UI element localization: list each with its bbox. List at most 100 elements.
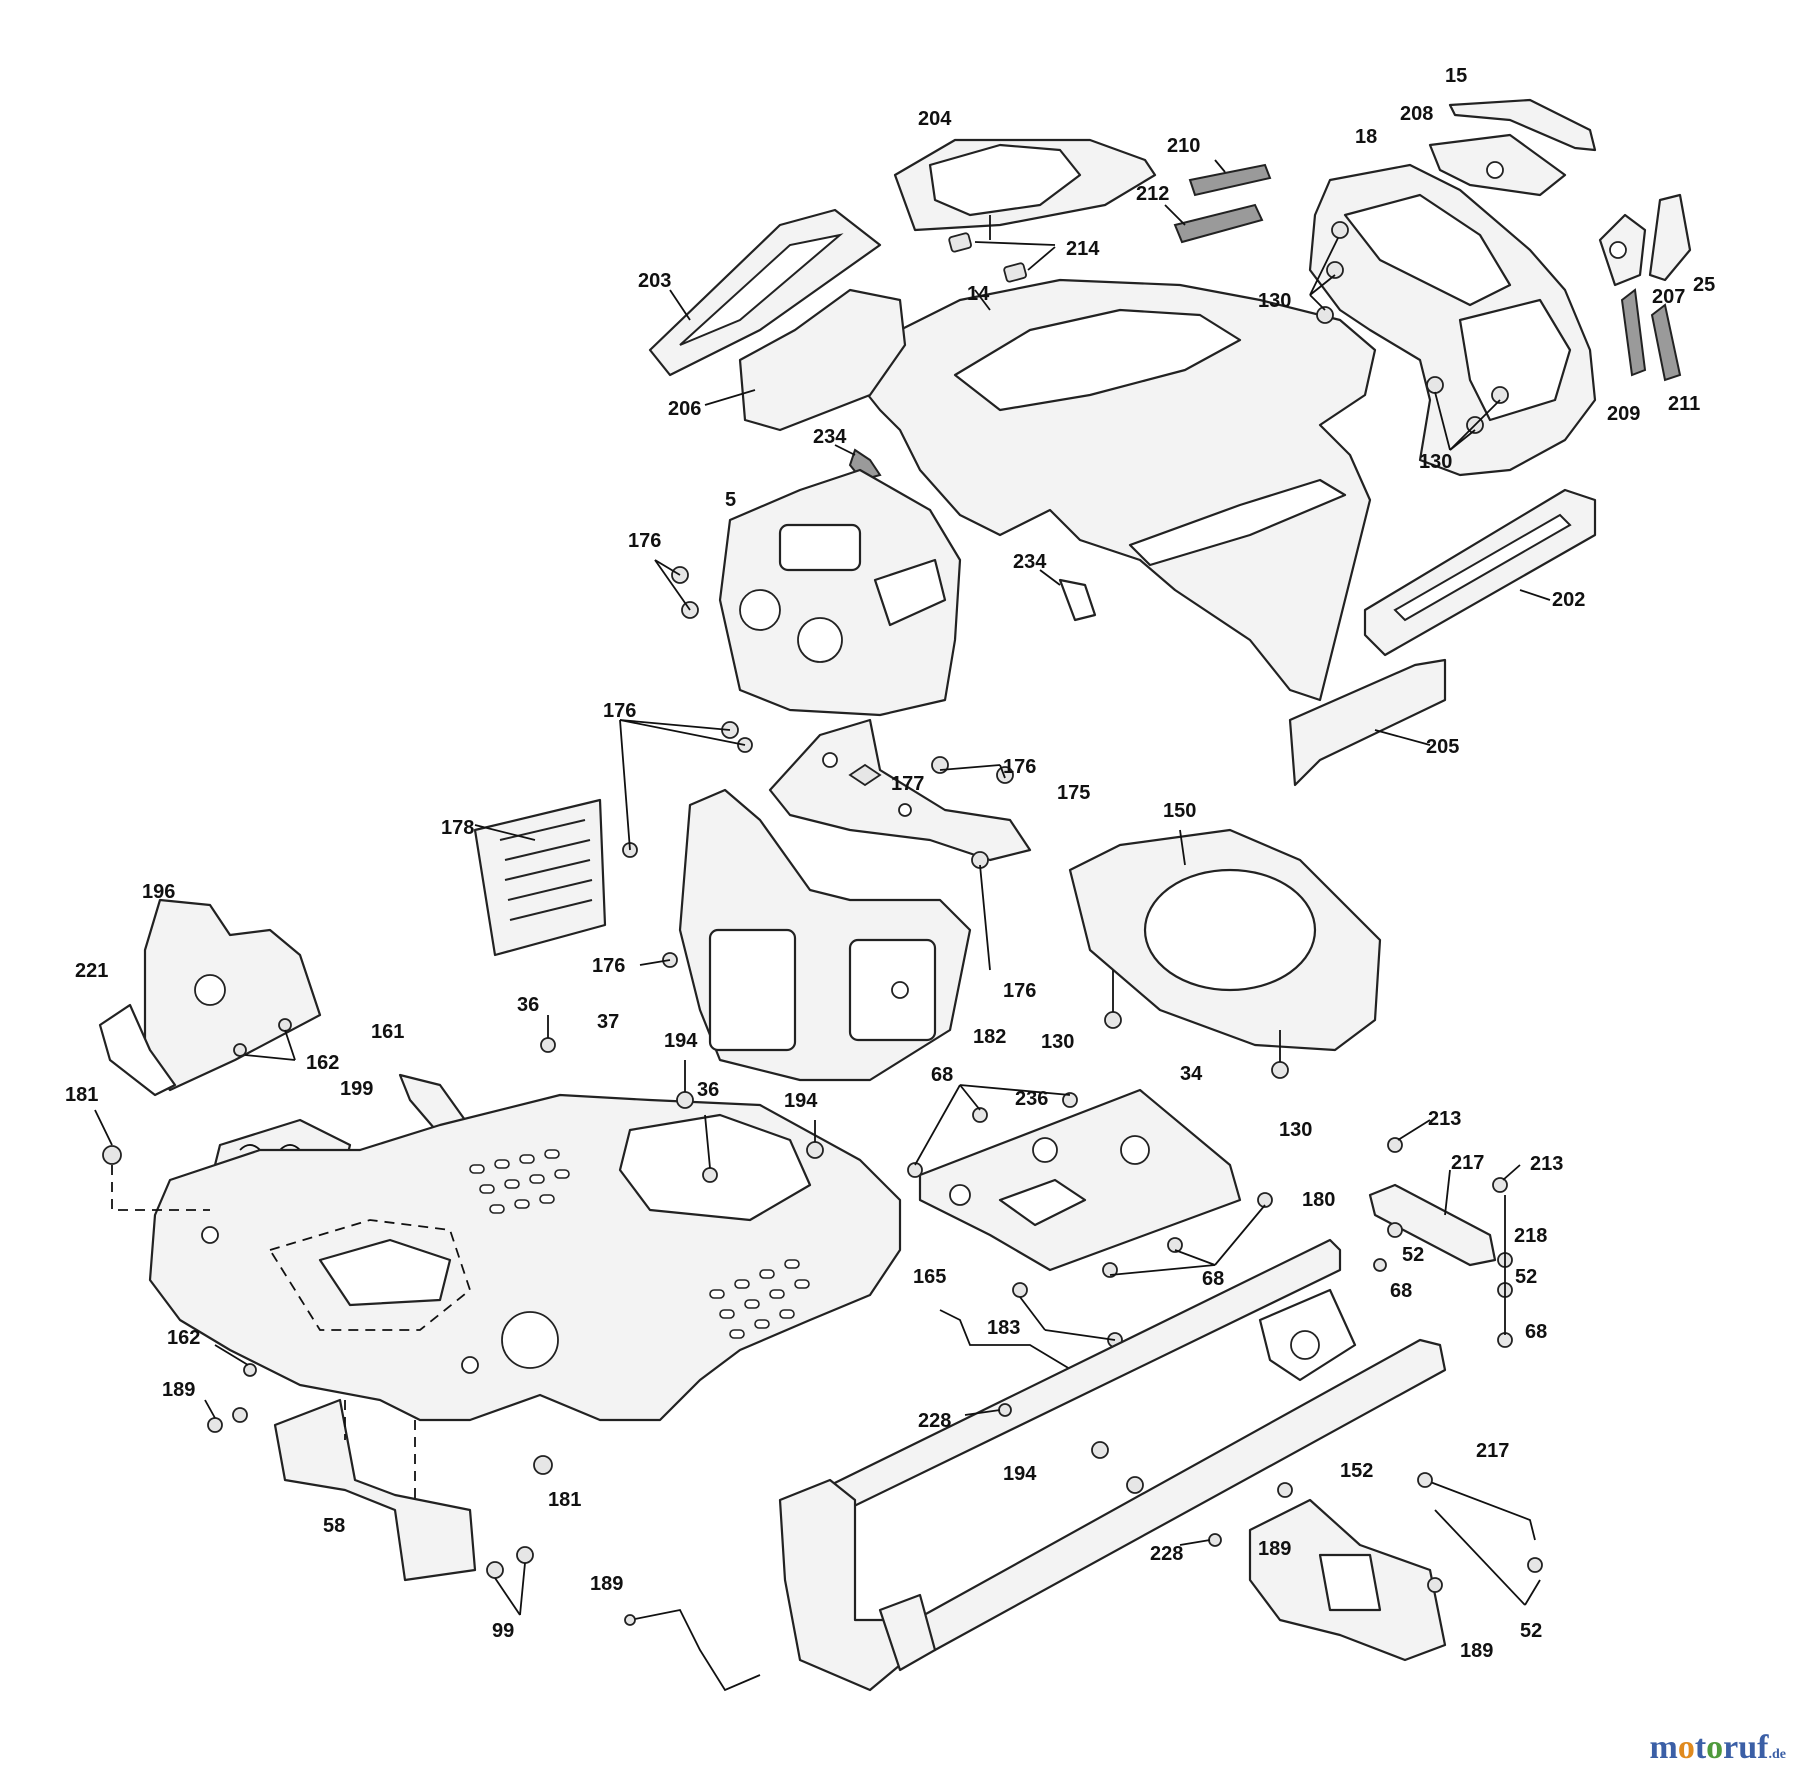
- callout-176a: 176: [628, 530, 661, 552]
- callout-176c: 176: [1003, 756, 1036, 778]
- callout-183: 183: [987, 1317, 1020, 1339]
- callout-234b: 234: [1013, 551, 1047, 573]
- screw-162-bottom: [214, 1344, 257, 1377]
- callout-52c: 52: [1520, 1620, 1542, 1642]
- callout-178: 178: [441, 817, 474, 839]
- part-206-bracket: [704, 288, 907, 432]
- part-202-front-grille: [1363, 488, 1597, 657]
- hardware-36-194: [540, 1015, 824, 1183]
- callout-203: 203: [638, 270, 671, 292]
- bolts-189-left: [204, 1399, 248, 1433]
- part-25: [1648, 193, 1692, 282]
- callout-176b: 176: [603, 700, 636, 722]
- part-208: [1428, 133, 1567, 197]
- callout-36a: 36: [517, 994, 539, 1016]
- screws-176: [654, 559, 699, 619]
- callout-210: 210: [1167, 135, 1200, 157]
- callout-15: 15: [1445, 65, 1467, 87]
- callout-208: 208: [1400, 103, 1433, 125]
- callout-181b: 181: [548, 1489, 581, 1511]
- callout-189d: 189: [590, 1573, 623, 1595]
- callout-161: 161: [371, 1021, 404, 1043]
- callout-217b: 217: [1476, 1440, 1509, 1462]
- bolts-68-plate: [907, 1084, 1273, 1278]
- callout-214: 214: [1066, 238, 1100, 260]
- callout-36b: 36: [697, 1079, 719, 1101]
- callout-175: 175: [1057, 782, 1090, 804]
- part-189-rod: [624, 1608, 761, 1692]
- part-14-hood: [858, 278, 1377, 702]
- callout-204: 204: [918, 108, 952, 130]
- callout-207: 207: [1652, 286, 1685, 308]
- callout-221: 221: [75, 960, 108, 982]
- callout-206: 206: [668, 398, 701, 420]
- callout-211: 211: [1668, 393, 1700, 415]
- callout-181a: 181: [65, 1084, 98, 1106]
- part-180-frame: [778, 1238, 1447, 1692]
- callout-180: 180: [1302, 1189, 1335, 1211]
- callout-68d: 68: [1525, 1321, 1547, 1343]
- callout-228b: 228: [1150, 1543, 1183, 1565]
- callout-68a: 68: [931, 1064, 953, 1086]
- callout-189c: 189: [1460, 1640, 1493, 1662]
- callout-228a: 228: [918, 1410, 951, 1432]
- callout-196: 196: [142, 881, 175, 903]
- callout-52a: 52: [1402, 1244, 1424, 1266]
- callout-189a: 189: [162, 1379, 195, 1401]
- part-212-grille: [1164, 203, 1264, 244]
- callout-37: 37: [597, 1011, 619, 1033]
- part-210-grille: [1188, 159, 1272, 197]
- callout-58: 58: [323, 1515, 345, 1537]
- part-205: [1288, 658, 1447, 787]
- callout-130a: 130: [1258, 290, 1291, 312]
- callout-194c: 194: [1003, 1463, 1037, 1485]
- part-58-bracket: [273, 1398, 477, 1582]
- callout-25: 25: [1693, 274, 1715, 296]
- part-177: [848, 763, 882, 787]
- motoruf-watermark-logo: motoruf.de: [1649, 1729, 1786, 1766]
- callout-176d: 176: [592, 955, 625, 977]
- part-182-lower-dash: [678, 788, 972, 1082]
- bolts-183: [1012, 1282, 1123, 1348]
- callout-165: 165: [913, 1266, 946, 1288]
- callout-217a: 217: [1451, 1152, 1484, 1174]
- callout-18: 18: [1355, 126, 1377, 148]
- callout-99: 99: [492, 1620, 514, 1642]
- part-234-decal-b: [1039, 569, 1097, 622]
- callout-189b: 189: [1258, 1538, 1291, 1560]
- fender-vent-slots: [469, 1149, 810, 1339]
- callout-177: 177: [891, 773, 924, 795]
- part-204-hood-top: [893, 138, 1157, 240]
- part-221: [98, 1003, 177, 1097]
- part-165-rod: [939, 1309, 1081, 1376]
- screws-130-nose: [1309, 221, 1509, 451]
- callout-213a: 213: [1428, 1108, 1461, 1130]
- bolts-189-right: [1277, 1482, 1443, 1593]
- part-18-nose: [1308, 163, 1597, 477]
- callout-202: 202: [1552, 589, 1585, 611]
- part-150-deflector: [1068, 828, 1382, 1052]
- push-nuts-181: [94, 1109, 553, 1475]
- callout-130c: 130: [1041, 1031, 1074, 1053]
- callout-176e: 176: [1003, 980, 1036, 1002]
- callout-199: 199: [340, 1078, 373, 1100]
- callout-213b: 213: [1530, 1153, 1563, 1175]
- part-211: [1650, 303, 1682, 382]
- callout-234a: 234: [813, 426, 847, 448]
- part-209: [1620, 288, 1647, 377]
- callout-130b: 130: [1419, 451, 1452, 473]
- part-196-seat-pan: [143, 898, 322, 1092]
- callout-5: 5: [725, 489, 736, 511]
- callout-194b: 194: [784, 1090, 818, 1112]
- callout-14: 14: [967, 283, 990, 305]
- callout-182: 182: [973, 1026, 1006, 1048]
- bolts-99: [486, 1546, 534, 1616]
- screws-162-top: [233, 1018, 296, 1061]
- part-207: [1598, 213, 1647, 287]
- hardware-228-194: [964, 1403, 1222, 1547]
- callout-218: 218: [1514, 1225, 1547, 1247]
- part-175-bracket: [768, 718, 1032, 862]
- callout-152: 152: [1340, 1460, 1373, 1482]
